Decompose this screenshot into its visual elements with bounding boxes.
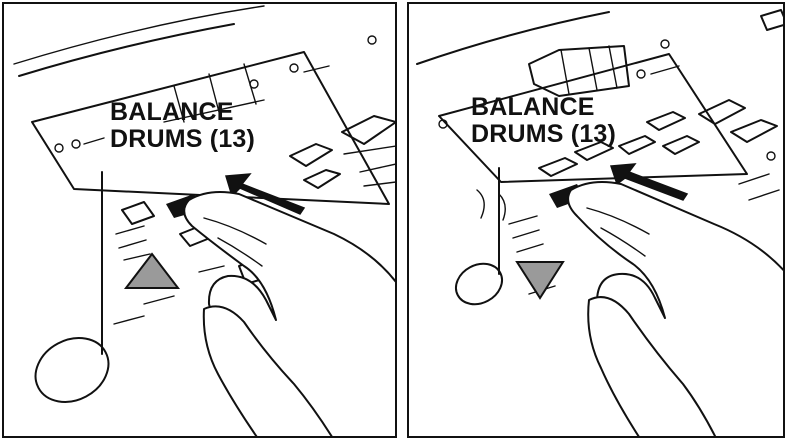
top-edge-line <box>417 12 609 64</box>
triangle-down-icon <box>517 262 563 298</box>
panel-button <box>342 116 396 144</box>
panel-button <box>290 144 332 166</box>
panel-button <box>304 170 340 188</box>
right-illustration-panel: BALANCE DRUMS (13) <box>407 2 785 438</box>
hand-icon <box>568 182 785 438</box>
music-note-icon <box>24 172 119 414</box>
right-keyboard-drawing <box>409 4 785 438</box>
left-keyboard-drawing <box>4 4 397 438</box>
label-line2: DRUMS (13) <box>110 126 255 153</box>
label-line2: DRUMS (13) <box>471 121 616 148</box>
balance-drums-label: BALANCE DRUMS (13) <box>110 99 255 153</box>
balance-drums-label: BALANCE DRUMS (13) <box>471 94 616 148</box>
music-note-icon <box>449 168 509 312</box>
label-line1: BALANCE <box>110 99 255 126</box>
top-edge-line <box>19 24 234 76</box>
triangle-up-icon <box>126 254 178 288</box>
hand-icon <box>184 192 397 438</box>
left-illustration-panel: BALANCE DRUMS (13) <box>2 2 397 438</box>
label-line1: BALANCE <box>471 94 616 121</box>
